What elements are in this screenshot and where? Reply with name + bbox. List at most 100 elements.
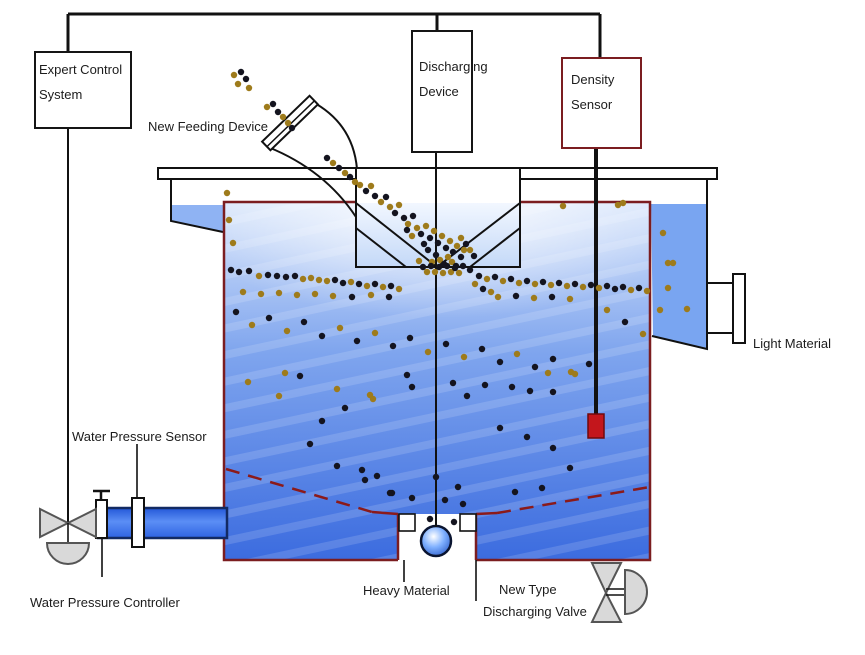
- light-particle: [566, 464, 574, 472]
- heavy-particle: [307, 274, 315, 282]
- funnel-dashed-lines: [225, 467, 651, 516]
- heavy-particle: [386, 203, 394, 211]
- light-particle: [341, 404, 349, 412]
- light-particle: [371, 280, 379, 288]
- heavy-particle: [234, 80, 242, 88]
- light-particle: [426, 234, 434, 242]
- heavy-particle: [424, 348, 432, 356]
- heavy-particle: [311, 290, 319, 298]
- light-particle: [403, 371, 411, 379]
- heavy-particle: [460, 353, 468, 361]
- light-particle: [475, 272, 483, 280]
- light-particle: [549, 355, 557, 363]
- light-particle: [549, 388, 557, 396]
- discharging-device-label-line2: Device: [419, 84, 459, 99]
- light-particle: [512, 292, 520, 300]
- light-particle: [635, 284, 643, 292]
- heavy-particle: [595, 284, 603, 292]
- light-particle: [585, 360, 593, 368]
- light-particle: [424, 246, 432, 254]
- light-particle: [454, 483, 462, 491]
- heavy-particle: [530, 294, 538, 302]
- feeding-chute: [267, 100, 358, 218]
- light-particle: [333, 462, 341, 470]
- light-particle: [235, 268, 243, 276]
- light-particle: [318, 332, 326, 340]
- heavy-particle: [643, 287, 651, 295]
- ball-valve: [419, 524, 453, 558]
- heavy-particle: [404, 220, 412, 228]
- heavy-particle: [323, 277, 331, 285]
- heavy-particle: [571, 370, 579, 378]
- light-particle: [362, 187, 370, 195]
- light-particle: [443, 262, 451, 270]
- heavy-particle: [531, 280, 539, 288]
- right-launder: [651, 180, 708, 351]
- light-particle: [386, 489, 394, 497]
- pressure-controller-valve: [39, 507, 97, 565]
- light-particle: [603, 282, 611, 290]
- heavy-material-label: Heavy Material: [363, 583, 450, 598]
- density-sensor-label-line2: Sensor: [571, 97, 613, 112]
- heavy-particle: [329, 159, 337, 167]
- light-particle: [417, 230, 425, 238]
- light-particle: [245, 267, 253, 275]
- heavy-particle: [483, 275, 491, 283]
- light-particle: [442, 340, 450, 348]
- light-particle: [450, 518, 458, 526]
- light-particle: [353, 337, 361, 345]
- heavy-particle: [230, 71, 238, 79]
- light-particle: [265, 314, 273, 322]
- heavy-particle: [579, 283, 587, 291]
- heavy-particle: [395, 285, 403, 293]
- light-particle: [549, 444, 557, 452]
- heavy-particle: [408, 232, 416, 240]
- light-particle: [619, 283, 627, 291]
- expert-control-system-label-line1: Expert Control: [39, 62, 123, 77]
- light-particle: [531, 363, 539, 371]
- heavy-particle: [275, 289, 283, 297]
- light-particle: [331, 276, 339, 284]
- heavy-particle: [513, 350, 521, 358]
- heavy-particle: [347, 278, 355, 286]
- light-particle: [296, 372, 304, 380]
- light-particle: [496, 424, 504, 432]
- heavy-particle: [447, 268, 455, 276]
- light-particle: [434, 239, 442, 247]
- heavy-particle: [438, 232, 446, 240]
- heavy-particle: [356, 181, 364, 189]
- heavy-particle: [423, 268, 431, 276]
- light-particle: [478, 345, 486, 353]
- heavy-particle: [229, 239, 237, 247]
- heavy-particle: [547, 281, 555, 289]
- heavy-particle: [664, 284, 672, 292]
- light-particle: [466, 266, 474, 274]
- light-particle: [555, 279, 563, 287]
- heavy-particle: [544, 369, 552, 377]
- light-particle: [457, 253, 465, 261]
- heavy-particle: [263, 103, 271, 111]
- light-particle: [611, 285, 619, 293]
- heavy-particle: [284, 119, 292, 127]
- light-particle: [523, 277, 531, 285]
- heavy-particle: [603, 306, 611, 314]
- light-particle: [389, 342, 397, 350]
- outlet-notch-right: [459, 513, 477, 532]
- heavy-particle: [279, 113, 287, 121]
- light-particle: [427, 262, 435, 270]
- light-particle: [361, 476, 369, 484]
- material-particles: [223, 68, 691, 526]
- light-particle: [621, 318, 629, 326]
- light-particle: [387, 282, 395, 290]
- light-particle: [409, 212, 417, 220]
- heavy-particle: [244, 378, 252, 386]
- heavy-particle: [367, 182, 375, 190]
- heavy-particle: [367, 291, 375, 299]
- heavy-particle: [614, 201, 622, 209]
- heavy-particle: [627, 286, 635, 294]
- light-particle: [237, 68, 245, 76]
- discharging-valve: [590, 562, 648, 623]
- heavy-particle: [351, 178, 359, 186]
- light-particle: [435, 263, 443, 271]
